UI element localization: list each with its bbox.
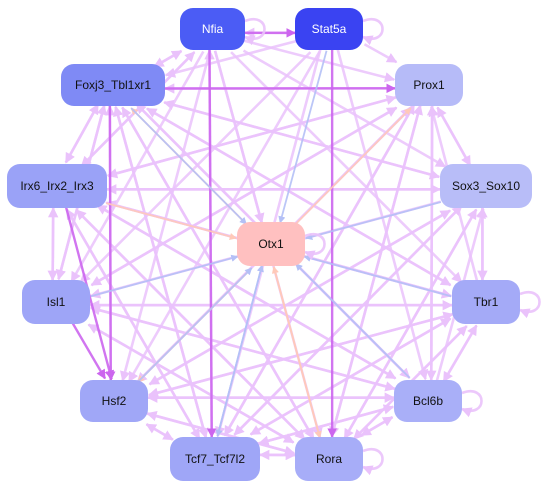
edge-tbr1-to-foxj3 bbox=[146, 107, 452, 287]
edge-isl1-to-irx6 bbox=[47, 206, 59, 280]
node-foxj3-tbl1xr1[interactable]: Foxj3_Tbl1xr1 bbox=[61, 64, 165, 106]
edge-isl1-to-prox1 bbox=[90, 106, 398, 287]
edge-irx6-to-otx1 bbox=[105, 202, 237, 240]
node-label: Bcl6b bbox=[412, 394, 444, 408]
self-loop-rora bbox=[362, 447, 384, 476]
edge-otx1-to-rora bbox=[272, 266, 322, 439]
node-tcf7-tcf7l2[interactable]: Tcf7_Tcf7l2 bbox=[170, 437, 260, 481]
node-tbr1[interactable]: Tbr1 bbox=[452, 280, 520, 324]
self-loop-stat5a bbox=[362, 17, 384, 46]
edge-stat5a-to-prox1 bbox=[363, 43, 398, 64]
edge-rora-to-foxj3 bbox=[121, 106, 315, 440]
edge-otx1-to-tcf7 bbox=[215, 265, 263, 437]
edge-otx1-to-prox1 bbox=[294, 107, 412, 225]
edge-stat5a-to-foxj3 bbox=[164, 39, 297, 78]
node-otx1[interactable]: Otx1 bbox=[237, 222, 305, 266]
edge-tcf7-to-irx6 bbox=[65, 208, 201, 440]
edge-bcl6b-to-tbr1 bbox=[442, 324, 478, 383]
node-label: Irx6_Irx2_Irx3 bbox=[20, 179, 94, 193]
self-loop-otx1 bbox=[304, 232, 326, 261]
edge-rora-to-sox3 bbox=[343, 208, 478, 440]
node-isl1[interactable]: Isl1 bbox=[22, 280, 90, 324]
edge-bcl6b-to-isl1 bbox=[89, 305, 396, 391]
edge-tbr1-to-otx1 bbox=[303, 254, 452, 298]
node-sox3-sox10[interactable]: Sox3_Sox10 bbox=[440, 164, 532, 208]
node-rora[interactable]: Rora bbox=[295, 437, 363, 481]
edge-irx6-to-foxj3 bbox=[64, 103, 100, 164]
edge-rora-to-isl1 bbox=[87, 323, 295, 444]
edge-foxj3-to-otx1 bbox=[130, 107, 248, 225]
node-label: Nfia bbox=[201, 22, 224, 36]
node-nfia[interactable]: Nfia bbox=[180, 8, 245, 50]
node-label: Foxj3_Tbl1xr1 bbox=[74, 78, 152, 92]
edge-irx6-to-prox1 bbox=[107, 94, 397, 177]
edge-bcl6b-to-prox1 bbox=[426, 104, 438, 381]
edge-nfia-to-hsf2 bbox=[120, 50, 212, 382]
node-prox1[interactable]: Prox1 bbox=[395, 64, 463, 106]
edge-tcf7-to-hsf2 bbox=[145, 423, 174, 441]
edge-isl1-to-otx1 bbox=[90, 254, 239, 298]
edge-stat5a-to-isl1 bbox=[79, 51, 312, 284]
edge-tcf7-to-sox3 bbox=[233, 204, 463, 436]
edge-nfia-to-sox3 bbox=[242, 49, 447, 168]
node-irx6-irx2-irx3[interactable]: Irx6_Irx2_Irx3 bbox=[7, 164, 107, 208]
node-hsf2[interactable]: Hsf2 bbox=[80, 380, 148, 422]
edge-bcl6b-to-otx1 bbox=[295, 263, 411, 379]
edge-rora-to-prox1 bbox=[330, 104, 423, 437]
node-label: Tbr1 bbox=[473, 295, 499, 309]
edge-nfia-to-tcf7 bbox=[206, 50, 217, 438]
node-label: Sox3_Sox10 bbox=[451, 179, 521, 193]
edge-stat5a-to-otx1 bbox=[278, 50, 328, 224]
edge-hsf2-to-tbr1 bbox=[148, 311, 454, 397]
node-stat5a[interactable]: Stat5a bbox=[295, 8, 363, 50]
node-label: Hsf2 bbox=[101, 394, 127, 408]
node-label: Otx1 bbox=[258, 237, 284, 251]
edge-hsf2-to-otx1 bbox=[137, 267, 253, 383]
edge-tcf7-to-tbr1 bbox=[249, 317, 452, 436]
edge-sox3-to-prox1 bbox=[436, 106, 472, 167]
node-label: Stat5a bbox=[311, 22, 347, 36]
node-label: Prox1 bbox=[413, 78, 445, 92]
node-label: Isl1 bbox=[46, 295, 66, 309]
node-label: Tcf7_Tcf7l2 bbox=[184, 452, 246, 466]
edge-sox3-to-otx1 bbox=[305, 201, 442, 241]
node-label: Rora bbox=[315, 452, 342, 466]
self-loop-nfia bbox=[244, 17, 266, 46]
edge-tcf7-to-bcl6b bbox=[258, 404, 395, 445]
edge-isl1-to-hsf2 bbox=[71, 321, 107, 380]
edge-tcf7-to-prox1 bbox=[223, 103, 416, 437]
edge-foxj3-to-hsf2 bbox=[105, 106, 116, 381]
edge-foxj3-to-nfia bbox=[153, 49, 183, 68]
edge-hsf2-to-sox3 bbox=[148, 209, 451, 386]
edge-rora-to-bcl6b bbox=[360, 416, 394, 437]
self-loop-bcl6b bbox=[461, 389, 483, 418]
node-bcl6b[interactable]: Bcl6b bbox=[394, 380, 462, 422]
edge-bcl6b-to-irx6 bbox=[96, 204, 397, 380]
edge-rora-to-irx6 bbox=[75, 209, 306, 441]
self-loop-tbr1 bbox=[519, 290, 541, 319]
edge-nfia-to-otx1 bbox=[213, 50, 265, 224]
